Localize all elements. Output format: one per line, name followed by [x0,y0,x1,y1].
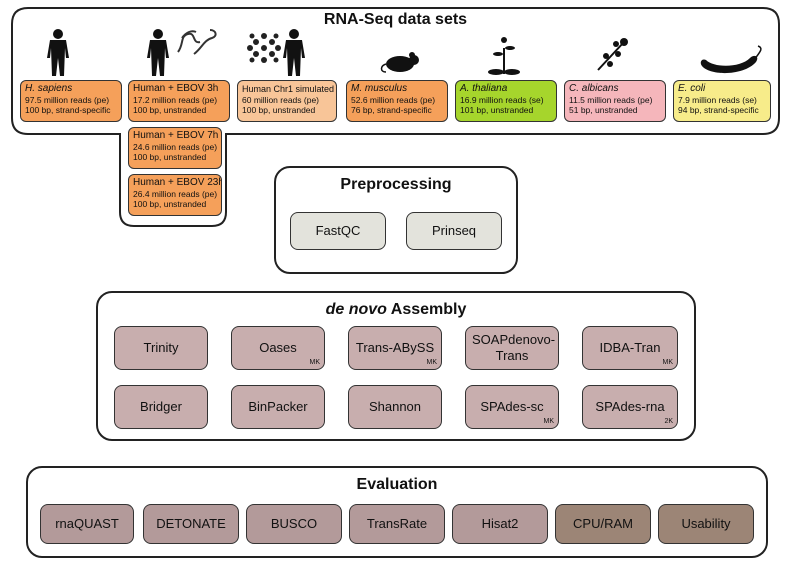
tool-usability: Usability [658,504,754,544]
rnaseq-title: RNA-Seq data sets [323,11,468,28]
preprocessing-title: Preprocessing [340,176,452,193]
tool-prinseq: Prinseq [406,212,502,250]
tool-soapdenovo-trans: SOAPdenovo-Trans [465,326,559,370]
dataset-human-ebov-3h: Human + EBOV 3h 17.2 million reads (pe) … [128,80,230,122]
mouse-silhouette-icon [380,52,419,73]
dataset-h-sapiens: H. sapiens 97.5 million reads (pe) 100 b… [20,80,122,122]
preprocessing-panel: Preprocessing FastQC Prinseq [274,166,518,274]
dataset-human-ebov-23h: Human + EBOV 23h 26.4 million reads (pe)… [128,174,222,216]
tool-bridger: Bridger [114,385,208,429]
tool-transrate: TransRate [349,504,445,544]
tool-shannon: Shannon [348,385,442,429]
dataset-human-ebov-7h: Human + EBOV 7h 24.6 million reads (pe) … [128,127,222,169]
dataset-c-albicans: C. albicans 11.5 million reads (pe) 51 b… [564,80,666,122]
dataset-m-musculus: M. musculus 52.6 million reads (pe) 76 b… [346,80,448,122]
dataset-human-chr1-simulated: Human Chr1 simulated 60 million reads (p… [237,80,337,122]
human-silhouette-icon [283,29,305,76]
evaluation-panel: Evaluation [26,466,768,558]
evaluation-title: Evaluation [356,476,438,493]
tool-rnaquast: rnaQUAST [40,504,134,544]
tool-hisat2: Hisat2 [452,504,548,544]
human-silhouette-icon [147,29,169,76]
tool-busco: BUSCO [246,504,342,544]
assembly-title: de novo Assembly [325,301,467,318]
tool-detonate: DETONATE [143,504,239,544]
chromosome-dots-icon [247,33,281,63]
plant-silhouette-icon [488,37,520,75]
tool-trinity: Trinity [114,326,208,370]
ebola-virus-icon [177,29,217,55]
tool-binpacker: BinPacker [231,385,325,429]
fungus-silhouette-icon [597,38,628,71]
dataset-a-thaliana: A. thaliana 16.9 million reads (se) 101 … [455,80,557,122]
tool-cpu-ram: CPU/RAM [555,504,651,544]
tool-fastqc: FastQC [290,212,386,250]
dataset-e-coli: E. coli 7.9 million reads (se) 94 bp, st… [673,80,771,122]
bacterium-silhouette-icon [700,45,762,74]
human-silhouette-icon [47,29,69,76]
assembly-panel: de novo Assembly [96,291,696,441]
